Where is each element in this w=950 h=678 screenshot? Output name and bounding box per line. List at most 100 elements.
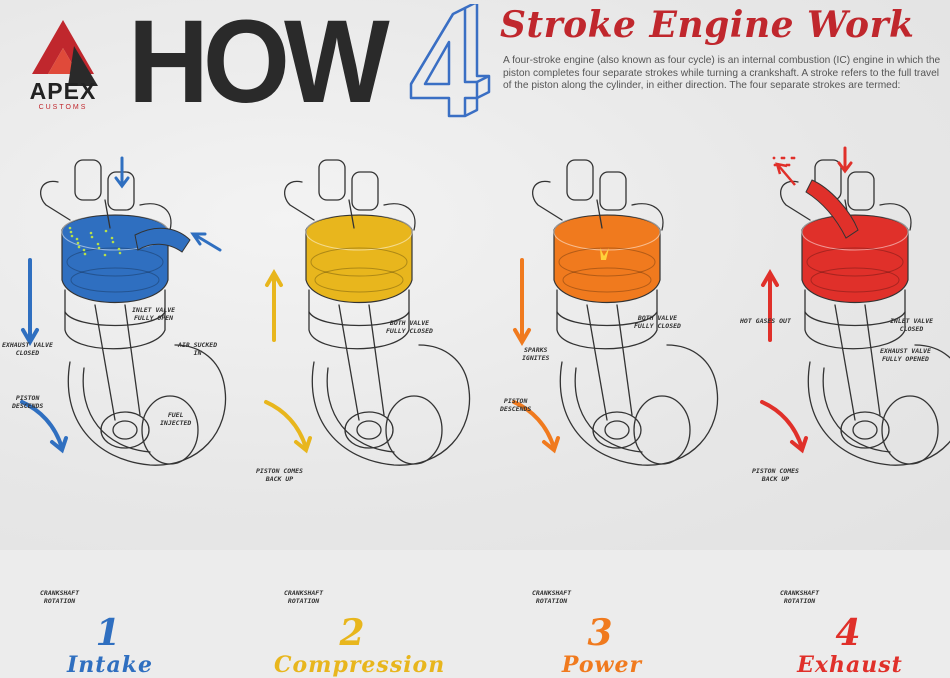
stroke-number-2: 2 — [339, 612, 365, 654]
chamber-mid — [558, 247, 656, 277]
fuel-droplet — [103, 253, 107, 257]
connecting-rod — [586, 304, 633, 421]
crank-wheel — [311, 344, 471, 466]
label-crank-1: Crankshaft Rotation — [40, 589, 80, 605]
apex-logo-icon — [32, 20, 98, 86]
piston-arrow-down — [513, 258, 531, 346]
intake-port — [139, 203, 172, 231]
connecting-rod — [94, 304, 141, 421]
label-fuel-1: Fuel Injected — [160, 411, 192, 427]
fuel-droplet — [75, 237, 79, 241]
chamber-top — [801, 213, 909, 251]
fuel-droplet — [97, 246, 101, 250]
fuel-droplet — [90, 235, 94, 239]
crank-counterweight — [633, 395, 691, 465]
crank-rotation-arrow — [20, 400, 68, 454]
rod-big-end — [344, 411, 394, 449]
piston-ring — [64, 311, 166, 327]
stroke-number-4: 4 — [835, 612, 861, 654]
crank-wheel — [807, 344, 950, 466]
stroke-name-4: Exhaust — [797, 652, 903, 678]
chamber-low — [562, 267, 652, 293]
intake-port — [383, 203, 416, 231]
fuel-droplet — [89, 231, 93, 235]
chamber-mid — [806, 247, 904, 277]
exhaust-top-arrow — [837, 146, 853, 174]
piston-ring — [804, 311, 906, 327]
brand-name: APEX — [29, 78, 97, 104]
engines-svg — [20, 146, 950, 466]
connecting-rod — [338, 304, 385, 421]
label-piston-3: Piston Descends — [500, 397, 532, 413]
engine-3 — [512, 159, 719, 466]
stroke-name-2: Compression — [274, 652, 446, 678]
inlet-arrow — [114, 156, 130, 189]
connecting-rod — [834, 304, 881, 421]
gas-particle — [780, 156, 784, 160]
piston-skirt — [556, 289, 658, 350]
spark-plug — [596, 199, 603, 229]
chamber-low — [70, 267, 160, 293]
valve-spring-left — [74, 159, 102, 201]
crank-counterweight — [881, 395, 939, 465]
exhaust-port — [532, 180, 563, 221]
valve-spring-right — [847, 171, 875, 211]
intake-pipe — [134, 227, 191, 253]
crank-wheel — [67, 344, 227, 466]
valve-spring-left — [566, 159, 594, 201]
label-inlet-1: Inlet Valve Fully Open — [132, 306, 176, 322]
stroke-name-3: Power — [561, 652, 643, 678]
combustion-chamber — [61, 214, 169, 303]
piston-skirt — [804, 289, 906, 350]
combustion-chamber — [553, 214, 661, 303]
label-piston-1: Piston Descends — [12, 394, 44, 410]
gas-particle — [782, 156, 786, 160]
gas-particle — [790, 156, 794, 160]
valve-spring-right — [599, 171, 627, 211]
number-four-outline: 4 — [403, 4, 491, 118]
label-spark-3: Sparks Ignites — [522, 346, 550, 362]
fuel-droplet — [96, 242, 100, 246]
engine-4 — [760, 146, 950, 466]
label-valves-3: Both Valve Fully Closed — [634, 314, 681, 330]
rod-big-end-inner — [112, 420, 138, 440]
fuel-droplet — [82, 248, 86, 252]
fuel-droplet — [83, 252, 87, 256]
fuel-droplet — [104, 229, 108, 233]
fuel-droplet — [111, 240, 115, 244]
crank-wheel-inner — [822, 367, 891, 453]
air-arrow — [190, 232, 222, 252]
rod-big-end — [592, 411, 642, 449]
label-crank-4: Crankshaft Rotation — [780, 589, 820, 605]
valve-spring-left — [318, 159, 346, 201]
brand-sub: CUSTOMS — [38, 104, 88, 111]
label-exhaust-4: Exhaust Valve Fully Opened — [880, 347, 931, 363]
crank-counterweight — [385, 395, 443, 465]
strokes-diagram: Exhaust Valve ClosedInlet Valve Fully Op… — [0, 130, 950, 678]
intake-port — [879, 203, 912, 231]
rod-big-end — [100, 411, 150, 449]
fuel-droplet — [110, 236, 114, 240]
label-valves-2: Both Valve Fully Closed — [386, 319, 433, 335]
rod-big-end — [840, 411, 890, 449]
rod-big-end-inner — [852, 420, 878, 440]
intro-text: A four-stroke engine (also known as four… — [503, 55, 941, 92]
stroke-number-3: 3 — [587, 612, 613, 654]
crank-rotation-arrow — [760, 400, 808, 454]
crank-wheel-inner — [574, 367, 643, 453]
engine-2 — [264, 159, 471, 466]
chamber-low — [314, 267, 404, 293]
gas-particle — [787, 163, 791, 167]
four-text: 4 — [403, 4, 404, 5]
crank-wheel-inner — [82, 367, 151, 453]
chamber-low — [810, 267, 900, 293]
gas-particle — [772, 156, 776, 160]
crank-rotation-arrow — [512, 400, 560, 454]
fuel-droplet — [117, 247, 121, 251]
exhaust-port — [40, 180, 71, 221]
spark-plug — [348, 199, 355, 229]
rod-big-end-inner — [356, 420, 382, 440]
chamber-mid — [310, 247, 408, 277]
stroke-name-1: Intake — [67, 652, 153, 678]
hot-gas-arrow — [775, 162, 796, 186]
